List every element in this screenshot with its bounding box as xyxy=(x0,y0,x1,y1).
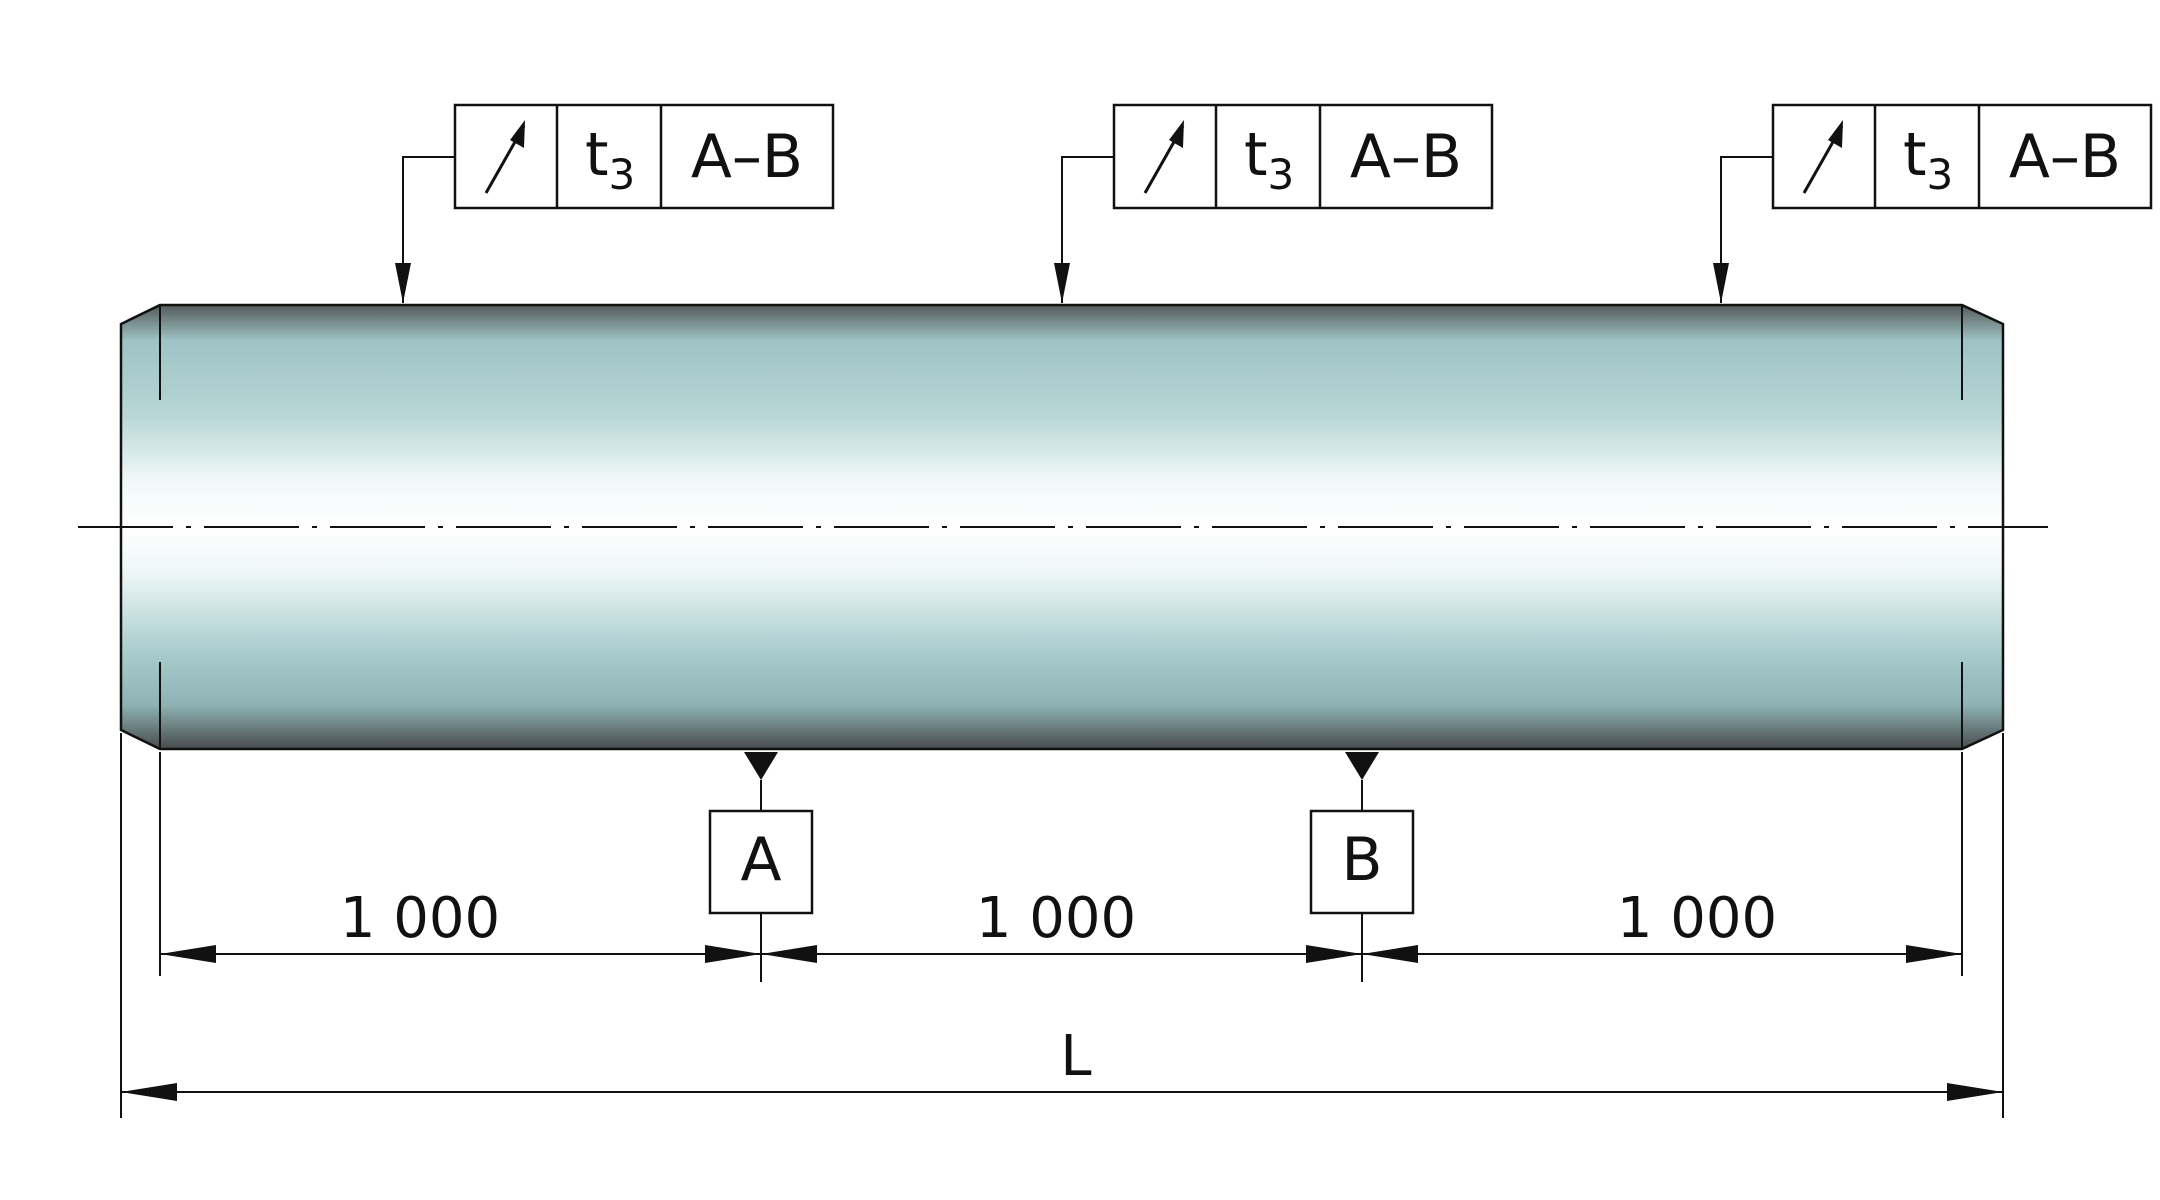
datum-triangle-b xyxy=(1345,752,1379,780)
feature-control-frame-1: t3 A–B xyxy=(395,103,835,303)
datum-reference: A–B xyxy=(1350,122,1462,192)
svg-text:t3: t3 xyxy=(1244,120,1294,199)
datum-reference: A–B xyxy=(691,122,803,192)
shaft xyxy=(119,303,2005,751)
tolerance-symbol: t xyxy=(1903,120,1927,190)
feature-control-frame-3: t3 A–B xyxy=(1713,103,2153,303)
circular-runout-arrow-icon xyxy=(484,120,526,194)
tolerance-subscript: 3 xyxy=(1268,150,1295,199)
tolerance-symbol: t xyxy=(1244,120,1268,190)
dimension-segment-1: 1 000 xyxy=(160,886,761,963)
datum-feature-b: B xyxy=(1309,752,1415,915)
svg-text:t3: t3 xyxy=(585,120,635,199)
leader-line-3 xyxy=(1713,156,1773,303)
tolerance-symbol: t xyxy=(585,120,609,190)
datum-reference: A–B xyxy=(2009,122,2121,192)
dimension-text-overall: L xyxy=(1060,1024,1091,1089)
leader-line-2 xyxy=(1054,156,1114,303)
datum-triangle-a xyxy=(744,752,778,780)
dimension-segment-3: 1 000 xyxy=(1362,886,1962,963)
datum-label-b: B xyxy=(1341,825,1382,895)
circular-runout-arrow-icon xyxy=(1802,120,1844,194)
dimension-overall: L xyxy=(121,1024,2003,1101)
dimension-text-segment-1: 1 000 xyxy=(340,886,500,951)
circular-runout-arrow-icon xyxy=(1143,120,1185,194)
datum-feature-a: A xyxy=(708,752,814,915)
tolerance-subscript: 3 xyxy=(609,150,636,199)
dimension-text-segment-3: 1 000 xyxy=(1617,886,1777,951)
extension-lines xyxy=(120,733,2004,1118)
datum-label-a: A xyxy=(740,825,781,895)
dimension-segment-2: 1 000 xyxy=(761,886,1362,963)
tolerance-subscript: 3 xyxy=(1927,150,1954,199)
dimension-text-segment-2: 1 000 xyxy=(976,886,1136,951)
svg-text:t3: t3 xyxy=(1903,120,1953,199)
leader-line-1 xyxy=(395,156,455,303)
feature-control-frame-2: t3 A–B xyxy=(1054,103,1494,303)
